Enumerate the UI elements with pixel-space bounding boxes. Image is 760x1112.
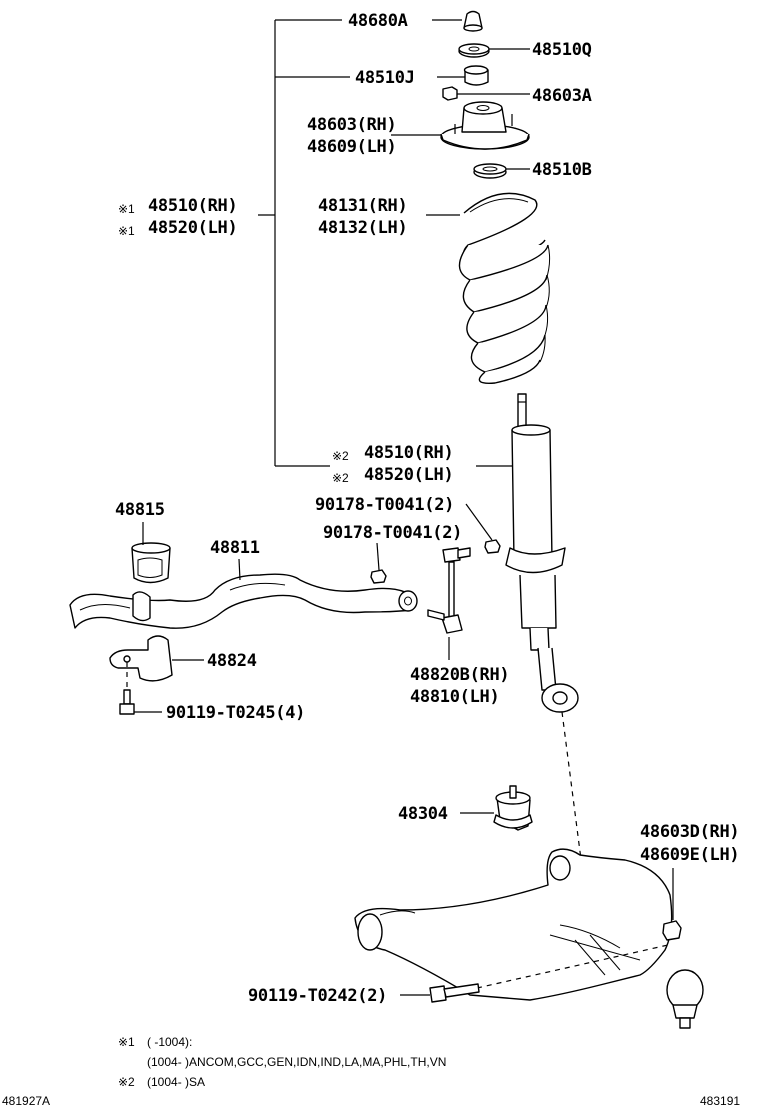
bump-stop-48304[interactable] (493, 785, 533, 831)
link-leaders (134, 503, 493, 713)
nut-90178-T0041-a[interactable] (484, 539, 501, 554)
footnote-1-text: ( -1004): (147, 1035, 192, 1049)
label-48510B[interactable]: 48510B (532, 160, 592, 180)
coil-spring-48131[interactable] (458, 192, 551, 384)
label-48603-rh[interactable]: 48603(RH) (307, 115, 397, 135)
label-90119-T0245[interactable]: 90119-T0245(4) (166, 703, 305, 723)
figure-id-right: 483191 (700, 1094, 740, 1108)
footnote-2-text: (1004- )SA (147, 1075, 205, 1089)
footnote-2-mark: ※2 (118, 1075, 135, 1089)
lower-arm[interactable] (354, 848, 673, 1001)
label-48811[interactable]: 48811 (210, 538, 260, 558)
label-48510-rh-2[interactable]: 48510(RH) (364, 443, 454, 463)
nut-48603D[interactable] (662, 920, 682, 941)
label-48609-lh[interactable]: 48609(LH) (307, 137, 397, 157)
mark-1b: ※1 (118, 224, 135, 238)
nut-48603A[interactable] (442, 86, 458, 101)
label-48520-lh[interactable]: 48520(LH) (148, 218, 238, 238)
bolt-90119-T0242[interactable] (429, 983, 480, 1003)
bracket-48824[interactable] (109, 635, 173, 682)
label-90119-T0242[interactable]: 90119-T0242(2) (248, 986, 387, 1006)
bolt-90119-T0245[interactable] (119, 689, 135, 715)
label-48810-lh[interactable]: 48810(LH) (410, 687, 500, 707)
strut-bracket-lines (258, 19, 530, 467)
mark-2b: ※2 (332, 471, 349, 485)
label-48603D-rh[interactable]: 48603D(RH) (640, 822, 740, 842)
mount-guide-line (561, 711, 596, 969)
footnote-1b-text: (1004- )ANCOM,GCC,GEN,IDN,IND,LA,MA,PHL,… (147, 1055, 446, 1069)
cap-48680A[interactable] (463, 10, 483, 32)
figure-id-left: 481927A (2, 1094, 50, 1108)
label-48824[interactable]: 48824 (207, 651, 257, 671)
label-90178-b[interactable]: 90178-T0041(2) (323, 523, 462, 543)
label-48609E-lh[interactable]: 48609E(LH) (640, 845, 740, 865)
label-48510Q[interactable]: 48510Q (532, 40, 592, 60)
washer-48510Q[interactable] (458, 43, 490, 58)
nut-90178-T0041-b[interactable] (370, 569, 387, 584)
label-48603A[interactable]: 48603A (532, 86, 592, 106)
mark-2a: ※2 (332, 449, 349, 463)
stabilizer-link-48820B[interactable] (427, 547, 471, 634)
ball-joint[interactable] (666, 969, 704, 1029)
footnote-1-mark: ※1 (118, 1035, 135, 1049)
label-48820B-rh[interactable]: 48820B(RH) (410, 665, 510, 685)
stabilizer-bar-48811[interactable] (69, 573, 418, 629)
label-48510-rh[interactable]: 48510(RH) (148, 196, 238, 216)
bolt-guide-line (476, 944, 669, 989)
bushing-48815[interactable] (131, 542, 171, 584)
label-48510J[interactable]: 48510J (355, 68, 415, 88)
support-48603[interactable] (440, 101, 530, 150)
label-48815[interactable]: 48815 (115, 500, 165, 520)
label-48520-lh-2[interactable]: 48520(LH) (364, 465, 454, 485)
bushing-48510J[interactable] (463, 65, 489, 86)
shock-absorber-48510[interactable] (505, 393, 579, 713)
label-90178-a[interactable]: 90178-T0041(2) (315, 495, 454, 515)
label-48304[interactable]: 48304 (398, 804, 448, 824)
mark-1a: ※1 (118, 202, 135, 216)
label-48131-rh[interactable]: 48131(RH) (318, 196, 408, 216)
label-48680A[interactable]: 48680A (348, 11, 408, 31)
label-48132-lh[interactable]: 48132(LH) (318, 218, 408, 238)
seat-48510B[interactable] (473, 163, 507, 179)
